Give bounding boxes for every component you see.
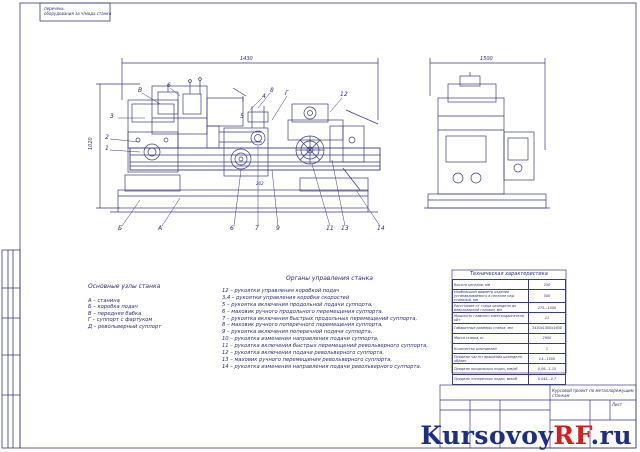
tech-spec-param: Пределы частот вращения шпинделя, об/мин bbox=[452, 353, 529, 365]
controls-legend-item: 7 – рукоятка включения быстрых продольны… bbox=[222, 315, 418, 322]
controls-legend-item: 8 – маховик ручного поперечного перемеще… bbox=[222, 322, 383, 329]
controls-legend-title: Органы управления станка bbox=[286, 275, 373, 282]
tech-spec-title: Техническая характеристика bbox=[470, 271, 548, 277]
tech-spec-value: 14...1500 bbox=[528, 353, 566, 365]
dim-length: 1430 bbox=[240, 56, 253, 62]
title-block-sheet: Лист bbox=[612, 402, 623, 407]
callout-3: 3 bbox=[110, 113, 114, 120]
callout-12: 12 bbox=[340, 91, 348, 98]
tech-spec-value: 250 bbox=[528, 278, 566, 291]
controls-legend-item: 14 – рукоятка изменения направления пода… bbox=[222, 363, 422, 370]
callout-7: 7 bbox=[255, 225, 259, 232]
top-stamp: перечень оборудования за ч/мода станка bbox=[44, 6, 112, 16]
tech-spec-value: 3430х1500х1600 bbox=[528, 322, 566, 334]
callout-6top: 6 bbox=[167, 82, 171, 89]
tech-spec-row: Пределы частот вращения шпинделя, об/мин… bbox=[452, 353, 566, 365]
tech-spec-row: Наибольший диаметр изделия устанавливаем… bbox=[452, 289, 566, 304]
callout-13: 13 bbox=[341, 225, 349, 232]
units-legend-item: А – станина bbox=[88, 297, 120, 304]
callout-14: 14 bbox=[377, 225, 385, 232]
tech-spec-value: 275...1000 bbox=[528, 302, 566, 314]
lathe-front-view bbox=[96, 58, 381, 213]
callout-v: В bbox=[138, 87, 143, 94]
dim-width: 1500 bbox=[480, 56, 493, 62]
units-legend-item: Г – суппорт с фартуком bbox=[88, 317, 153, 324]
callout-2: 2 bbox=[105, 134, 109, 141]
tech-spec-value: 500 bbox=[528, 289, 566, 304]
tech-spec-value: 1 bbox=[528, 342, 566, 355]
controls-legend-item: 13 – маховик ручного перемещения револьв… bbox=[222, 356, 393, 363]
controls-legend-item: 11 – рукоятка включения быстрых перемеще… bbox=[222, 343, 429, 350]
watermark-logo: KursovoyRF.ru bbox=[420, 421, 632, 450]
tech-spec-value: 11 bbox=[528, 312, 566, 324]
callout-11: 11 bbox=[326, 225, 334, 232]
callout-4: 4 bbox=[262, 93, 266, 100]
callout-9: 9 bbox=[276, 225, 280, 232]
units-legend: Основные узлы станка А – станина Б – кор… bbox=[88, 283, 162, 331]
tech-spec-param: Пределы поперечных подач, мм/об bbox=[452, 373, 529, 385]
tech-spec-value: 2900 bbox=[528, 332, 566, 344]
tech-spec-param: Количество шпинделей bbox=[452, 342, 529, 355]
tech-spec-param: Пределы продольных подач, мм/об bbox=[452, 363, 529, 375]
controls-legend-item: 12 – рукоятки управления коробкой подач bbox=[222, 287, 340, 294]
controls-legend-item: 12 – рукоятка включения подачи револьвер… bbox=[222, 350, 385, 357]
controls-legend-item: 6 – маховик ручного продольного перемеще… bbox=[222, 308, 384, 315]
callout-leaders bbox=[109, 87, 381, 227]
units-legend-title: Основные узлы станка bbox=[88, 283, 161, 290]
tech-spec-row: Расстояние от торца шпинделя до револьве… bbox=[452, 302, 566, 314]
dim-height: 1020 bbox=[88, 137, 94, 150]
tech-spec-param: Наибольший диаметр изделия устанавливаем… bbox=[452, 289, 529, 304]
tech-spec-param: Масса станка, кг bbox=[452, 332, 529, 344]
callout-1: 1 bbox=[105, 145, 109, 152]
units-legend-item: Д – револьверный суппорт bbox=[88, 323, 162, 330]
controls-legend-item: 3,4 – рукоятки управления коробки скорос… bbox=[222, 294, 350, 301]
callout-5: 5 bbox=[240, 113, 244, 120]
units-legend-item: Б – коробка подач bbox=[88, 304, 138, 311]
controls-legend-item: 10 – рукоятка изменения направления пода… bbox=[222, 336, 379, 343]
title-block-caption: Курсовой проект по металлорежущим станка… bbox=[552, 388, 634, 398]
callout-b: Б bbox=[118, 225, 123, 232]
tech-spec-value: 0,045...0,7 bbox=[528, 373, 566, 385]
title-block bbox=[439, 384, 637, 449]
callout-6: 6 bbox=[230, 225, 234, 232]
units-legend-item: В – передняя бабка bbox=[88, 310, 142, 317]
tech-spec-param: Габаритные размеры станка, мм bbox=[452, 322, 529, 334]
dim-small: 202 bbox=[256, 181, 264, 186]
callout-g: Г bbox=[285, 90, 289, 97]
tech-spec-param: Высота центров, мм bbox=[452, 278, 529, 291]
controls-legend: Органы управления станка 12 – рукоятки у… bbox=[222, 275, 429, 371]
callout-8: 8 bbox=[270, 87, 274, 94]
lathe-side-view bbox=[424, 58, 550, 209]
callout-a: А bbox=[158, 225, 163, 232]
tech-spec-param: Мощность главного электродвигателя, кВт bbox=[452, 312, 529, 324]
controls-legend-item: 5 – рукоятка включения продольной подачи… bbox=[222, 301, 373, 308]
tech-spec-param: Расстояние от торца шпинделя до револьве… bbox=[452, 302, 529, 314]
controls-legend-item: 9 – рукоятка включения поперечной подачи… bbox=[222, 329, 373, 336]
tech-spec-value: 0,09...1,15 bbox=[528, 363, 566, 375]
